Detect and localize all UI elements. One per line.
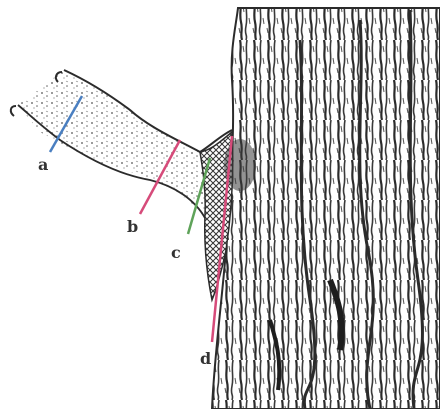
label-a: a bbox=[38, 155, 48, 174]
tree-branch bbox=[11, 70, 232, 300]
tree-trunk bbox=[212, 8, 440, 409]
label-b: b bbox=[127, 217, 138, 236]
label-c: c bbox=[171, 243, 181, 262]
label-d: d bbox=[200, 349, 211, 368]
